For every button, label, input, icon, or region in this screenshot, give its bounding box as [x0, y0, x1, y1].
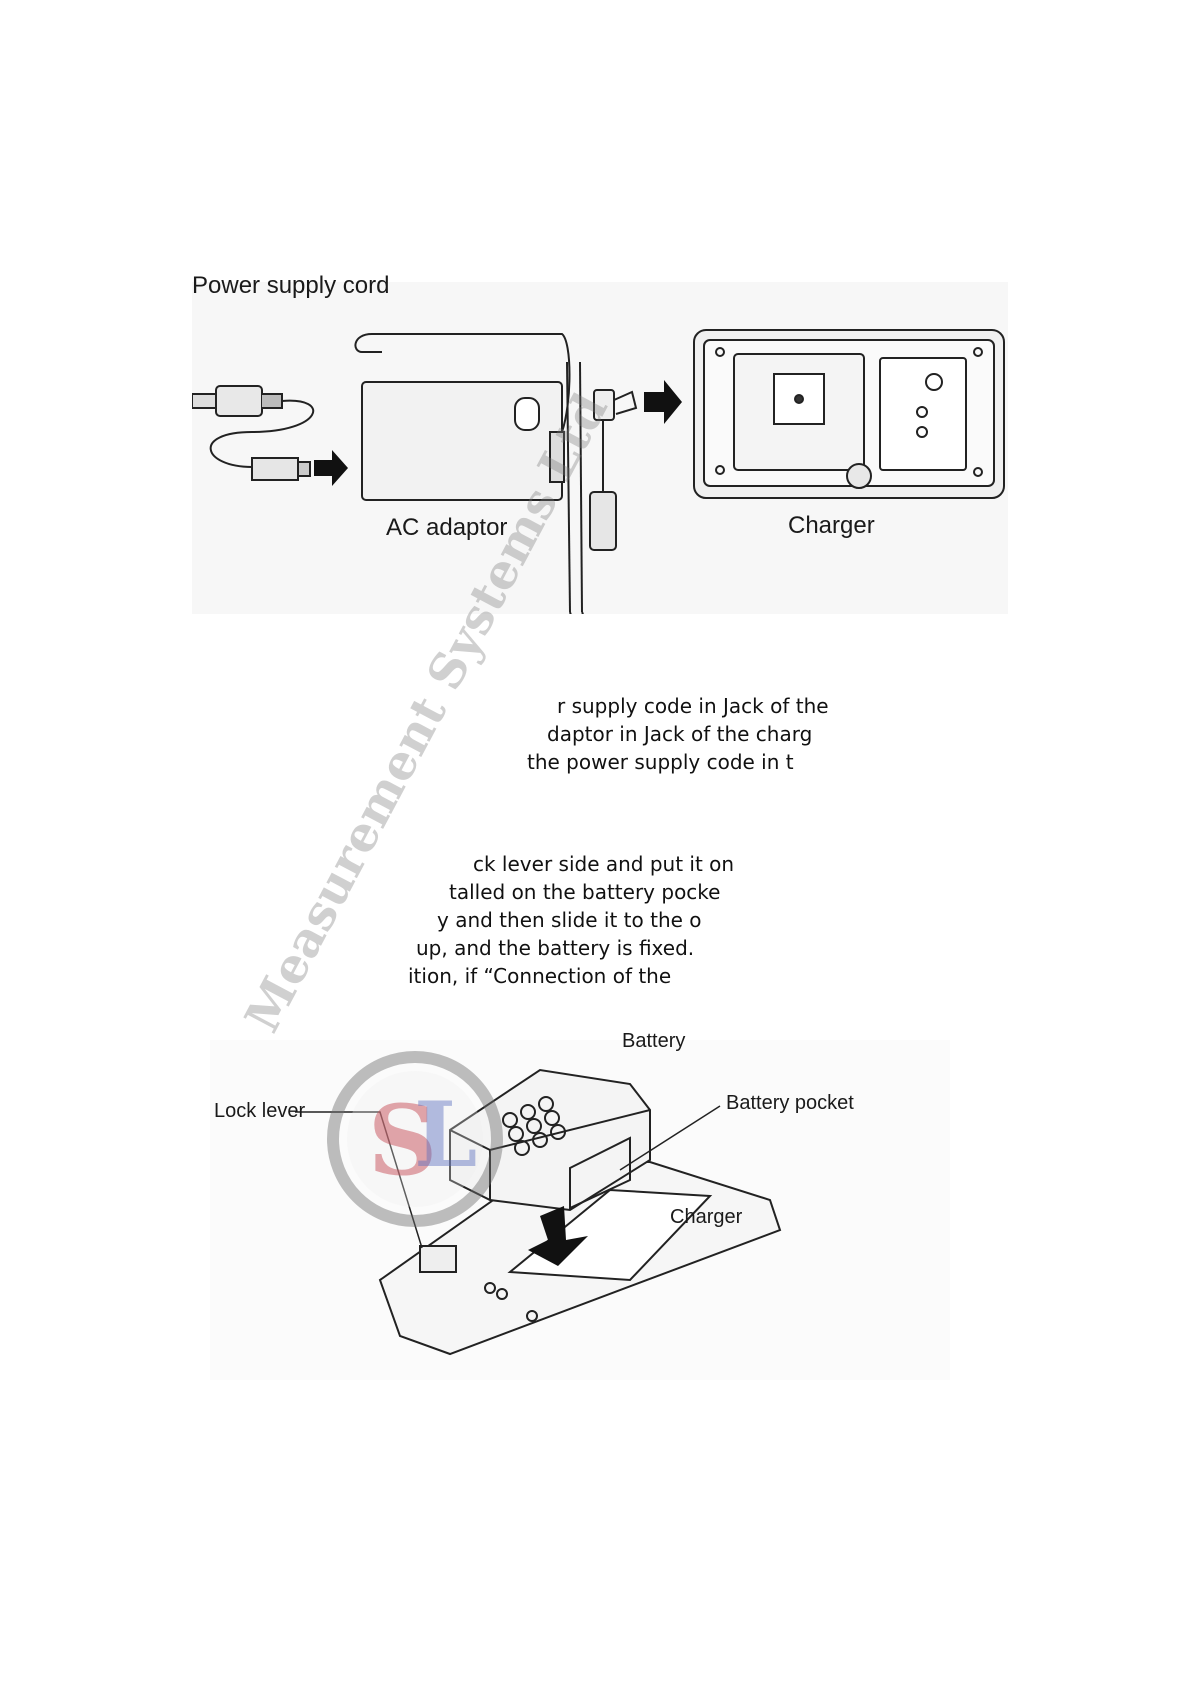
- instruction-line-4: ck lever side and put it on: [473, 852, 735, 876]
- watermark-logo: S L: [322, 1046, 508, 1232]
- cord-connector: [251, 457, 299, 481]
- lock-lever: [419, 1245, 457, 1273]
- label-battery: Battery: [622, 1030, 686, 1052]
- label-charger-2: Charger: [670, 1206, 743, 1228]
- label-lock-lever: Lock lever: [214, 1100, 306, 1122]
- instruction-line-7: up, and the battery is fixed.: [416, 936, 695, 960]
- battery-install-figure: Battery Lock lever Battery pocket Charge…: [210, 1030, 950, 1380]
- instruction-line-2: daptor in Jack of the charg: [547, 722, 813, 746]
- label-power-supply-cord: Power supply cord: [192, 272, 390, 299]
- logo-letter-l: L: [414, 1082, 477, 1188]
- battery-install-drawing: [295, 1068, 782, 1356]
- instruction-line-3: the power supply code in t: [527, 750, 794, 774]
- instruction-line-8: ition, if “Connection of the: [408, 964, 672, 988]
- instruction-line-5: talled on the battery pocke: [449, 880, 721, 904]
- power-plug: [215, 385, 263, 417]
- battery-body: [449, 1068, 651, 1212]
- ferrite-core: [589, 491, 617, 551]
- label-battery-pocket: Battery pocket: [726, 1092, 854, 1114]
- instruction-line-6: y and then slide it to the o: [437, 908, 702, 932]
- power-cord-loop: [209, 399, 315, 468]
- label-charger: Charger: [788, 512, 875, 539]
- connection-diagram-drawing: [191, 329, 1005, 621]
- arrow-to-adaptor-icon: [314, 450, 348, 486]
- insert-arrow-icon: [528, 1206, 588, 1266]
- instruction-line-1: r supply code in Jack of the: [557, 694, 829, 718]
- plug-prongs: [191, 393, 217, 409]
- logo-letter-s: S: [368, 1084, 437, 1197]
- label-ac-adaptor: AC adaptor: [386, 514, 508, 541]
- dc-plug: [593, 389, 615, 421]
- arrow-to-charger-icon: [644, 380, 682, 424]
- connection-diagram-figure: Power supply cord AC adaptor Charger: [191, 272, 1008, 621]
